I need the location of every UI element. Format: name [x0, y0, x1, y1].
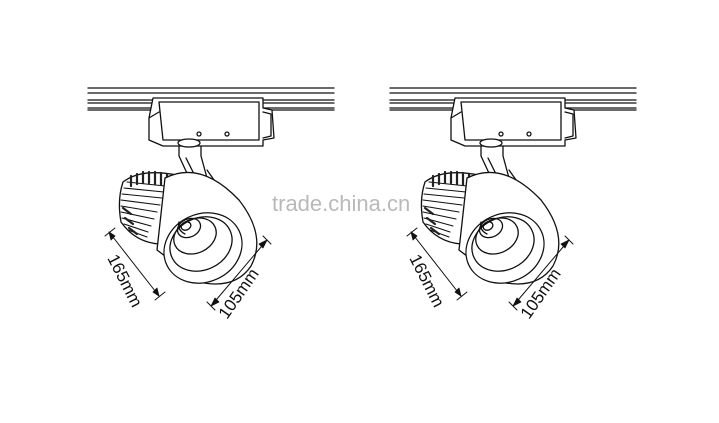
length-label-right: 165mm [405, 251, 448, 310]
lamp-right: 165mm 105mm [388, 86, 638, 322]
watermark: trade.china.cn [272, 191, 410, 216]
length-label-left: 165mm [103, 251, 146, 310]
